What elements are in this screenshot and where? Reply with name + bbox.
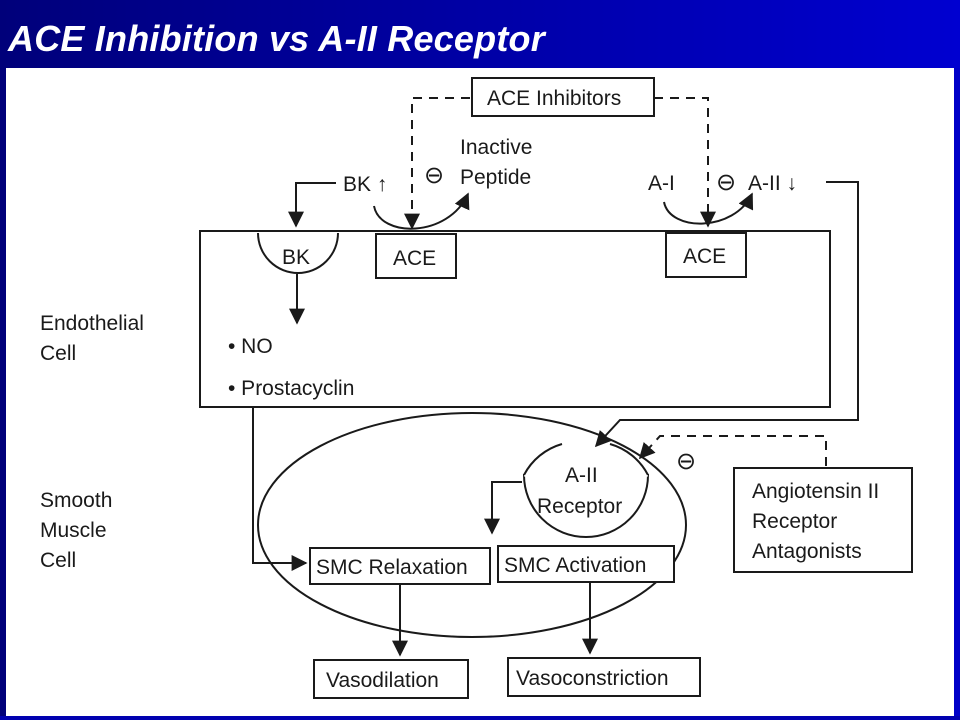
a1-label: A-I [648,172,675,195]
prostacyclin-label: • Prostacyclin [228,377,354,400]
antagonist-label-line2: Receptor [752,510,837,533]
title-bar: ACE Inhibition vs A-II Receptor [0,0,960,68]
smc-activation-box [497,545,675,583]
antagonist-line [638,435,827,466]
ace-inhibitor-right-line [654,97,716,228]
smc-activation-label: SMC Activation [504,554,646,577]
frame-left-border [0,68,6,720]
no-label: • NO [228,335,273,358]
ace-inhibitor-left-line [404,97,470,230]
ace-right-label: ACE [683,245,726,268]
smooth-label-line3: Cell [40,549,76,572]
a2-receptor-shape [522,474,650,538]
frame-right-border [954,68,960,720]
smc-relaxation-box [309,547,491,585]
vasodilation-box [313,659,469,699]
vasoconstriction-label: Vasoconstriction [516,667,669,690]
bk-arrow [288,182,336,228]
bk-receptor-label: BK [282,246,310,269]
ace-inhibitors-label: ACE Inhibitors [487,87,621,110]
antagonist-label-line1: Angiotensin II [752,480,879,503]
smc-relaxation-label: SMC Relaxation [316,556,468,579]
a2-down-label: A-II ↓ [748,172,797,195]
antagonist-box [733,467,913,573]
bk-receptor-shape [257,232,339,274]
ace-right-box [665,232,747,278]
inhibit-symbol-right: ⊖ [716,169,736,196]
vasoconstriction-box [507,657,701,697]
a2-receptor-label-line2: Receptor [537,495,622,518]
endothelial-label-line2: Cell [40,342,76,365]
smooth-label-line1: Smooth [40,489,112,512]
inhibit-symbol-left: ⊖ [424,162,444,189]
endothelial-cell-box [199,230,831,408]
a2-receptor-label-line1: A-II [565,464,598,487]
slide-title: ACE Inhibition vs A-II Receptor [8,18,545,59]
smooth-label-line2: Muscle [40,519,107,542]
inactive-label: Inactive [460,136,532,159]
antagonist-label-line3: Antagonists [752,540,862,563]
smooth-muscle-cell-ellipse [257,412,687,638]
inhibit-symbol-antagonist: ⊖ [676,448,696,475]
ace-left-label: ACE [393,247,436,270]
ace-right-curve-arrow [663,192,754,225]
ace-left-curve-arrow [373,192,470,230]
ace-left-box [375,233,457,279]
prostacyclin-to-relaxation-arrow [252,408,308,571]
a2-to-receptor-arrow [594,181,859,448]
receptor-to-smc-arrow [484,481,522,535]
bk-up-label: BK ↑ [343,173,387,196]
vasodilation-label: Vasodilation [326,669,439,692]
peptide-label: Peptide [460,166,531,189]
frame-bottom-border [0,716,960,720]
endothelial-label-line1: Endothelial [40,312,144,335]
